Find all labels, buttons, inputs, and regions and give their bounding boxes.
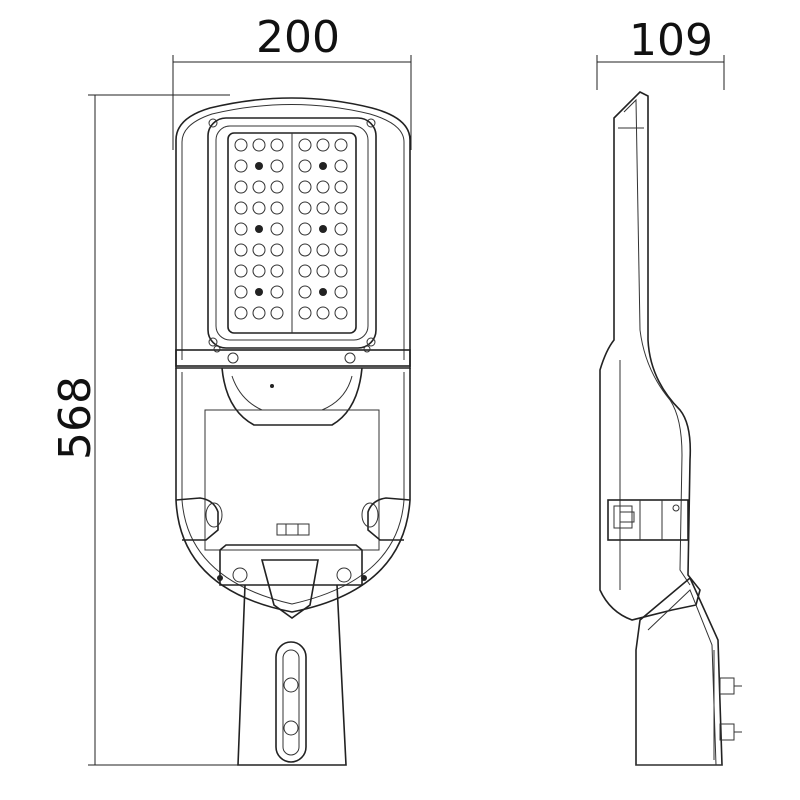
depth-dimension: 109 (596, 15, 725, 90)
led-array (234, 138, 348, 320)
height-label: 568 (50, 376, 101, 460)
width-label: 200 (256, 12, 340, 63)
side-view (599, 91, 742, 766)
width-dimension: 200 (172, 12, 412, 150)
height-dimension: 568 (50, 94, 244, 766)
front-view (175, 97, 411, 766)
depth-label: 109 (629, 15, 713, 66)
